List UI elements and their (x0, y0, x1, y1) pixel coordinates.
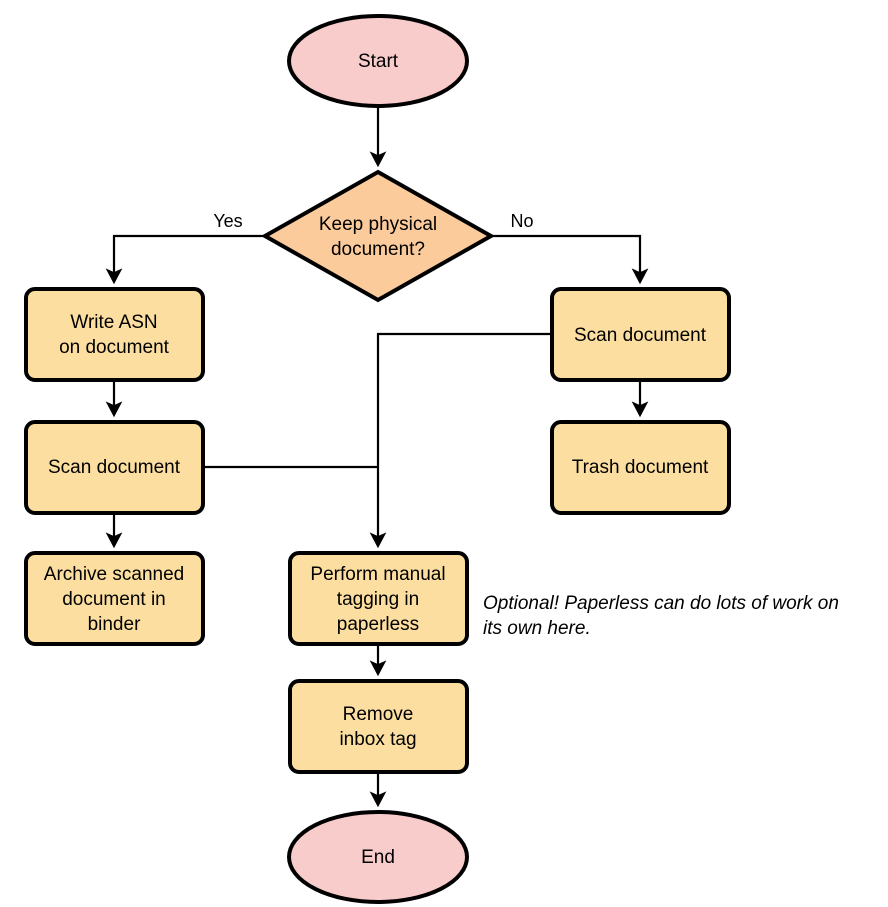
archive-binder-box (24, 551, 205, 646)
node-keep-physical-decision[interactable]: Keep physical document? (260, 169, 496, 303)
edge-decision-no (491, 234, 649, 285)
scan-document-right-label: Scan document (574, 325, 707, 346)
node-scan-document-right[interactable]: Scan document (550, 287, 731, 382)
edge-scan-right-to-tagging (369, 332, 552, 549)
start-label: Start (358, 51, 399, 72)
remove-inbox-tag-label-line-2: inbox tag (339, 729, 416, 750)
edge-label-no: No (510, 211, 533, 231)
manual-tagging-label-line-3: paperless (337, 614, 419, 635)
trash-document-label: Trash document (572, 457, 709, 478)
archive-binder-label-line-3: binder (88, 614, 141, 635)
decision-label-line-2: document? (331, 239, 425, 260)
remove-inbox-tag-label-line-1: Remove (343, 704, 414, 725)
node-remove-inbox-tag[interactable]: Remove inbox tag (288, 679, 469, 774)
scan-document-left-label: Scan document (48, 457, 181, 478)
trash-document-box (550, 420, 731, 515)
optional-note-line-2: its own here. (483, 618, 591, 639)
node-end[interactable]: End (287, 810, 469, 904)
archive-binder-label-line-1: Archive scanned (44, 564, 184, 585)
end-ellipse (287, 810, 469, 904)
node-start[interactable]: Start (287, 14, 469, 108)
write-asn-label-line-2: on document (59, 337, 170, 358)
edge-label-yes: Yes (213, 211, 242, 231)
start-ellipse (287, 14, 469, 108)
archive-binder-label-line-2: document in (62, 589, 166, 610)
node-scan-document-left[interactable]: Scan document (24, 420, 205, 515)
manual-tagging-box (288, 551, 469, 646)
manual-tagging-label-line-2: tagging in (337, 589, 419, 610)
scan-document-right-box (550, 287, 731, 382)
node-trash-document[interactable]: Trash document (550, 420, 731, 515)
write-asn-box (24, 287, 205, 382)
manual-tagging-label-line-1: Perform manual (310, 564, 445, 585)
decision-label-line-1: Keep physical (319, 214, 437, 235)
edge-decision-yes (105, 234, 265, 285)
end-label: End (361, 847, 395, 868)
optional-note-line-1: Optional! Paperless can do lots of work … (483, 593, 839, 614)
node-write-asn[interactable]: Write ASN on document (24, 287, 205, 382)
remove-inbox-tag-box (288, 679, 469, 774)
connector-layer (105, 106, 649, 808)
annotation-optional-note: Optional! Paperless can do lots of work … (483, 593, 839, 639)
scan-document-left-box (24, 420, 205, 515)
write-asn-label-line-1: Write ASN (70, 312, 157, 333)
node-archive-binder[interactable]: Archive scanned document in binder (24, 551, 205, 646)
decision-diamond (260, 169, 496, 303)
node-manual-tagging[interactable]: Perform manual tagging in paperless (288, 551, 469, 646)
